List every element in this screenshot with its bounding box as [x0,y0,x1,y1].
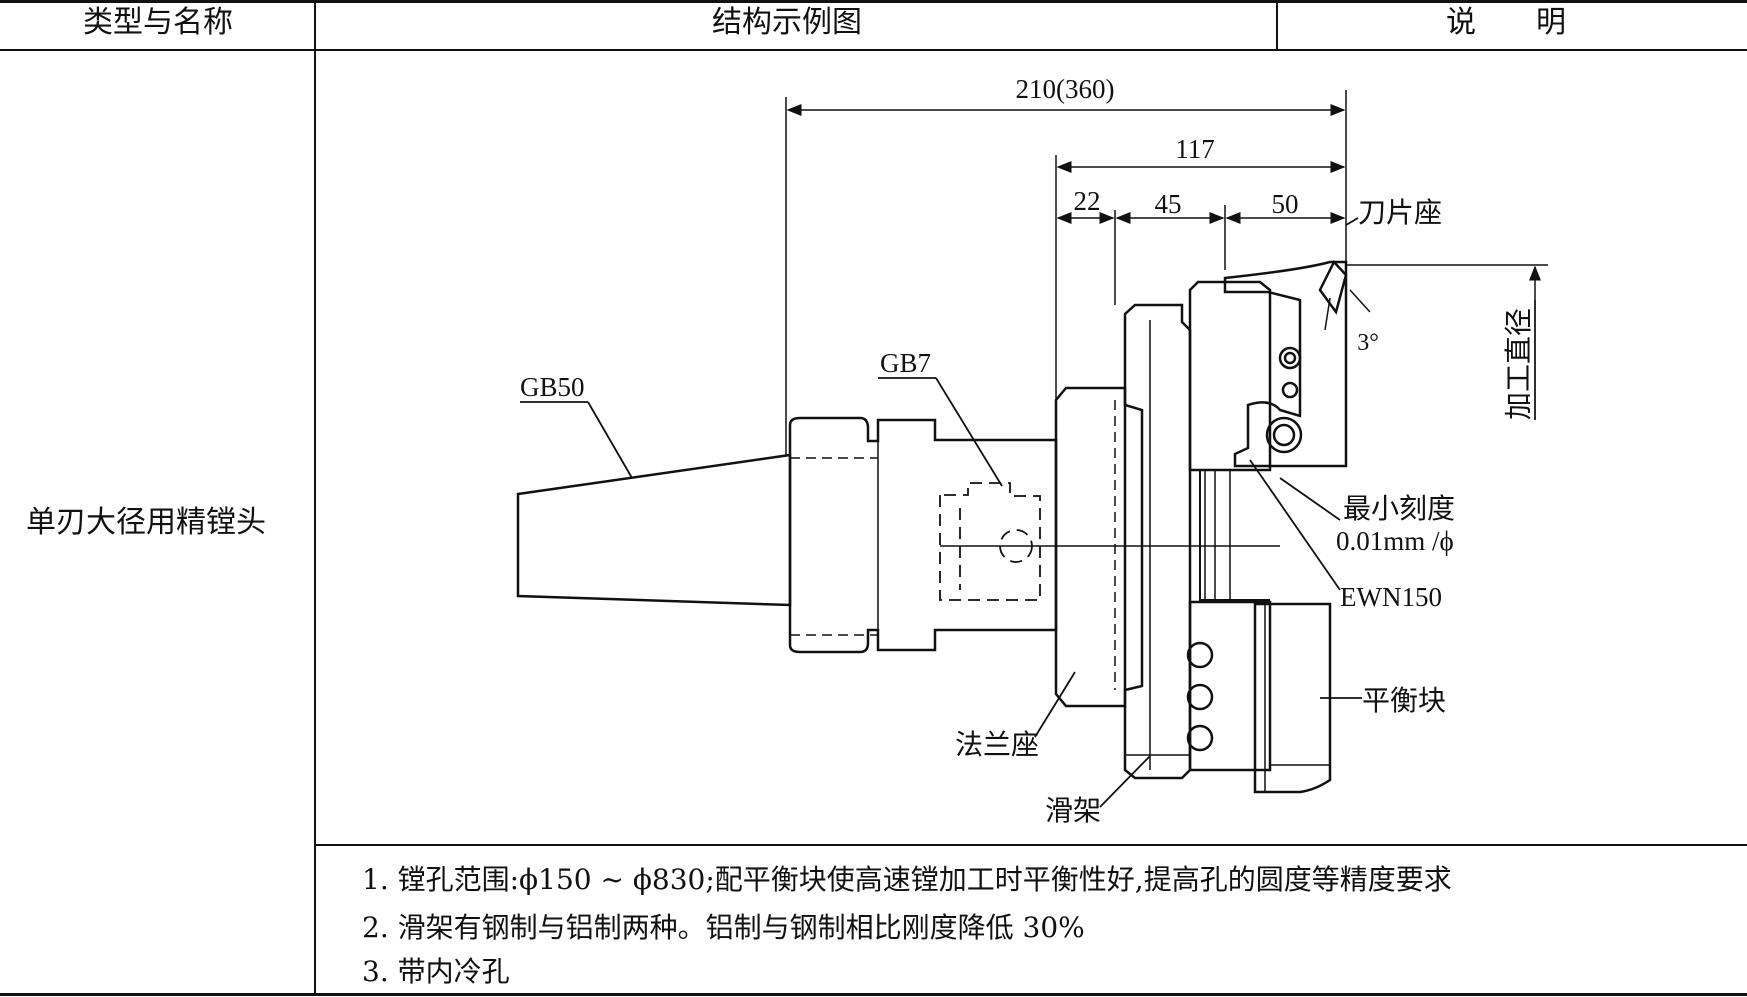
label-balance-block: 平衡块 [1362,685,1446,717]
dim-50: 50 [1272,189,1299,219]
gripper-flange [788,416,1058,654]
diagram-notes-divider [314,844,1747,846]
label-gb50: GB50 [520,372,585,402]
label-gb7: GB7 [880,348,931,378]
dim-overall: 210(360) [1016,74,1115,104]
extension-lines [785,90,1548,455]
flange-seat-body [1054,386,1144,708]
label-machining-diameter: 加工直径 [1503,308,1535,420]
row-name: 单刃大径用精镗头 [26,505,266,540]
label-insert-seat: 刀片座 [1358,197,1442,229]
label-min-scale: 最小刻度 [1343,493,1455,525]
column-divider-2 [1276,0,1278,51]
cutter-seat [1223,259,1371,468]
label-flange-seat: 法兰座 [955,729,1039,761]
label-ewn: EWN150 [1340,582,1442,612]
note-3: 3. 带内冷孔 [362,955,510,988]
note-1: 1. 镗孔范围:ϕ150 ~ ϕ830;配平衡块使高速镗加工时平衡性好,提高孔的… [362,863,1452,896]
balance-block [1186,600,1332,794]
dim-45: 45 [1155,189,1182,219]
header-type-name: 类型与名称 [83,5,233,40]
dim-117: 117 [1175,134,1215,164]
internal-bore-dashed [939,482,1041,601]
header-bottom-border [0,49,1747,51]
table-bottom-border [0,993,1747,996]
note-2: 2. 滑架有钢制与铝制两种。铝制与钢制相比刚度降低 30% [362,911,1085,944]
header-description: 说 明 [1446,5,1566,40]
label-min-scale-value: 0.01mm /ϕ [1336,526,1454,556]
dim-22: 22 [1074,186,1101,216]
column-divider-1 [314,0,316,996]
dimension-lines [786,104,1541,420]
head-block [1188,280,1272,601]
label-slide: 滑架 [1045,796,1101,827]
slide-body [1123,303,1192,780]
taper-shank [516,453,792,607]
dim-angle: 3° [1357,330,1379,356]
leader-lines [520,217,1362,808]
table-top-border [0,0,1747,3]
header-structure: 结构示例图 [712,5,862,40]
